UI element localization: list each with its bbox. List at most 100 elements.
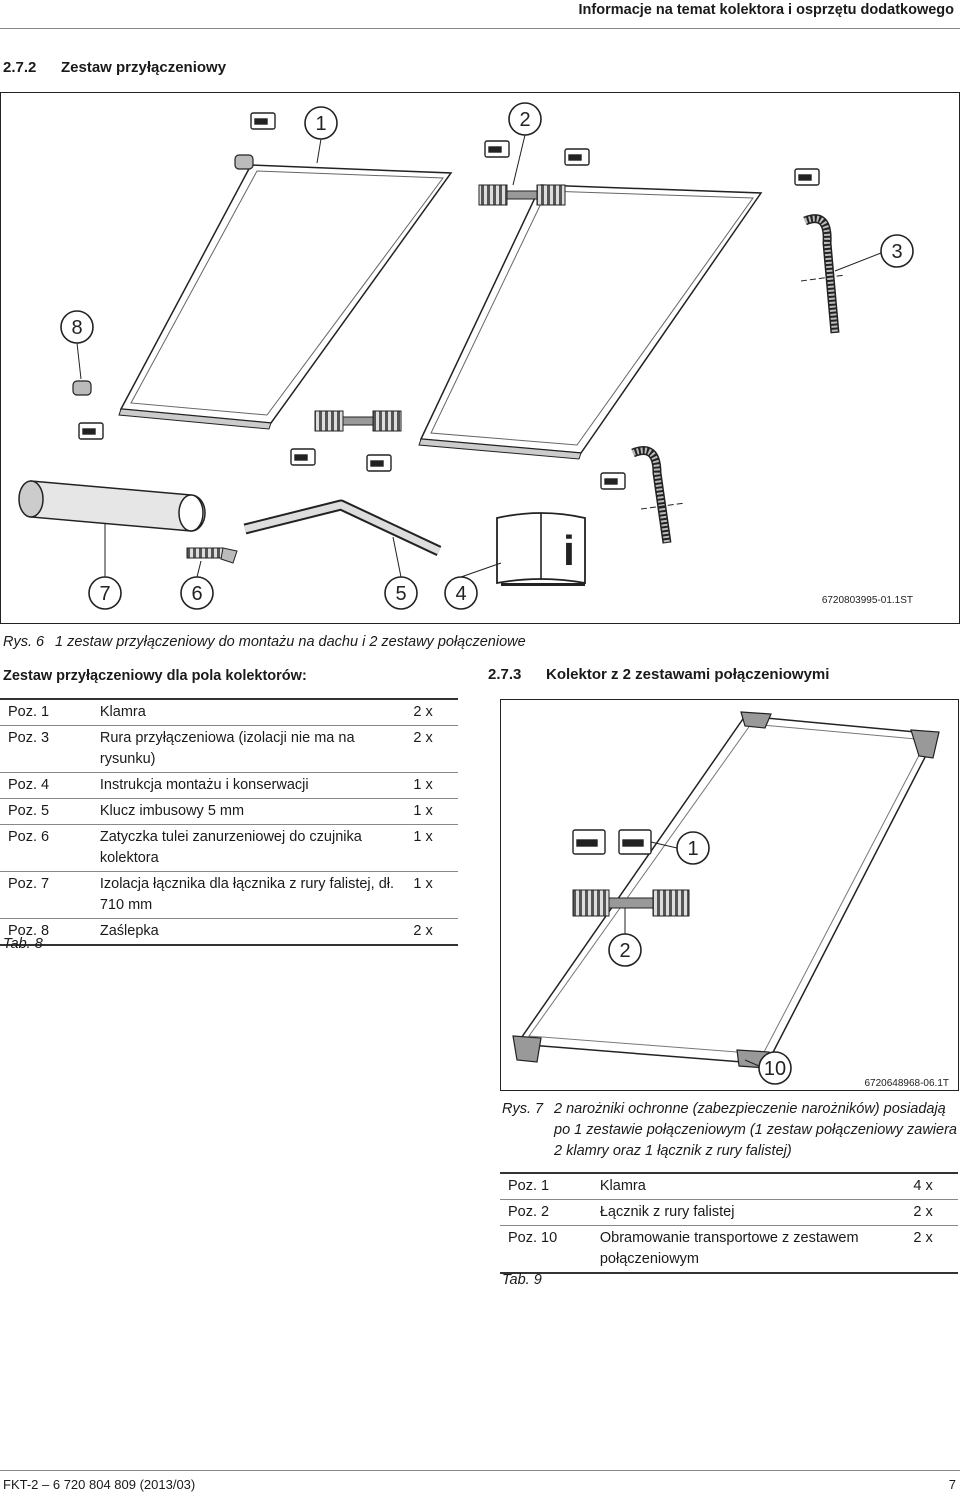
- clamp-icon: [572, 829, 652, 855]
- figure-7-caption: Rys. 7 2 narożniki ochronne (zabezpieczen…: [502, 1099, 958, 1162]
- section-title: Zestaw przyłączeniowy: [61, 59, 227, 76]
- corner-protector-icon: [512, 711, 940, 1069]
- figure-code: 6720803995-01.1ST: [822, 595, 913, 606]
- section-heading-273: 2.7.3 Kolektor z 2 zestawami połączeniowy…: [488, 666, 829, 683]
- svg-text:5: 5: [395, 583, 406, 605]
- callout-1: 1: [304, 106, 338, 140]
- table-row: Poz. 10 Obramowanie transportowe z zestaw…: [500, 1226, 958, 1273]
- position-cell: Poz. 5: [8, 803, 50, 819]
- quantity-cell: 1 x: [413, 829, 433, 845]
- description-cell: Klamra: [99, 704, 146, 720]
- manual-book-icon: [496, 512, 586, 586]
- position-cell: Poz. 8: [8, 923, 50, 939]
- position-cell: Poz. 2: [508, 1204, 550, 1220]
- svg-text:8: 8: [71, 317, 82, 339]
- info-icon: i: [563, 527, 575, 574]
- insulation-tube-icon: [18, 480, 206, 532]
- figure-7: 1 2 10 6720648968-06.1T: [500, 699, 959, 1091]
- section-number: 2.7.3: [488, 666, 522, 683]
- quantity-cell: 2 x: [413, 730, 433, 746]
- table-row: Poz. 6 Zatyczka tulei zanurzeniowej do cz…: [0, 825, 458, 872]
- position-cell: Poz. 4: [8, 777, 50, 793]
- table-8-label: Tab. 8: [3, 936, 43, 952]
- callout-5: 5: [384, 576, 418, 610]
- callout-1: 1: [676, 831, 710, 865]
- section-number: 2.7.2: [3, 59, 37, 76]
- collector-panel-right: [418, 184, 763, 460]
- figure-code: 6720648968-06.1T: [864, 1078, 949, 1089]
- callout-4: 4: [444, 576, 478, 610]
- sensor-plug-icon: [186, 547, 238, 564]
- callout-2: 2: [508, 102, 542, 136]
- position-cell: Poz. 6: [8, 829, 50, 845]
- quantity-cell: 2 x: [913, 1230, 933, 1246]
- table-row: Poz. 2 Łącznik z rury falistej 2 x: [500, 1200, 958, 1226]
- position-cell: Poz. 1: [8, 704, 50, 720]
- table-row: Poz. 4 Instrukcja montażu i konserwacji 1 …: [0, 773, 458, 799]
- figure-6-drawing: 1 2 3 8 7 6 5 4 i 6720803995-01.1ST: [18, 102, 914, 610]
- corrugated-connector-icon: [572, 889, 690, 917]
- svg-text:2: 2: [619, 940, 630, 962]
- description-cell: Obramowanie transportowe z zestawem połą…: [599, 1230, 859, 1267]
- callout-8: 8: [60, 310, 94, 344]
- quantity-cell: 4 x: [913, 1178, 933, 1194]
- footer-doc-id: FKT-2 – 6 720 804 809 (2013/03): [3, 1477, 196, 1492]
- description-cell: Instrukcja montażu i konserwacji: [99, 777, 309, 793]
- quantity-cell: 1 x: [413, 777, 433, 793]
- quantity-cell: 2 x: [413, 923, 433, 939]
- position-cell: Poz. 1: [508, 1178, 550, 1194]
- connection-pipe-icon: [631, 214, 846, 544]
- svg-text:10: 10: [764, 1058, 786, 1080]
- svg-text:1: 1: [687, 838, 698, 860]
- caption-label: Rys. 7: [502, 1101, 544, 1117]
- callout-7: 7: [88, 576, 122, 610]
- quantity-cell: 2 x: [913, 1204, 933, 1220]
- parts-table-9: Poz. 1 Klamra 4 x Poz. 2 Łącznik z rury fali…: [500, 1172, 958, 1274]
- svg-text:1: 1: [315, 113, 326, 135]
- svg-text:6: 6: [191, 583, 202, 605]
- corrugated-connector-icon: [314, 184, 566, 432]
- table-row: Poz. 7 Izolacja łącznika dla łącznika z r…: [0, 872, 458, 919]
- callout-2: 2: [608, 933, 642, 967]
- position-cell: Poz. 10: [508, 1230, 558, 1246]
- description-cell: Klucz imbusowy 5 mm: [99, 803, 245, 819]
- callout-3: 3: [880, 234, 914, 268]
- table-row: Poz. 1 Klamra 2 x: [0, 699, 458, 726]
- callout-10: 10: [758, 1051, 792, 1085]
- description-cell: Zatyczka tulei zanurzeniowej do czujnika…: [99, 829, 362, 866]
- figure-7-drawing: 1 2 10 6720648968-06.1T: [512, 711, 949, 1089]
- callout-6: 6: [180, 576, 214, 610]
- subheading-connection-set: Zestaw przyłączeniowy dla pola kolektoró…: [3, 668, 307, 684]
- caption-text: 2 narożniki ochronne (zabezpieczenie nar…: [554, 1101, 957, 1159]
- end-cap-icon: [72, 154, 254, 396]
- position-cell: Poz. 7: [8, 876, 50, 892]
- section-heading-272: 2.7.2 Zestaw przyłączeniowy: [3, 59, 226, 76]
- quantity-cell: 1 x: [413, 803, 433, 819]
- page-number: 7: [948, 1477, 956, 1492]
- clamp-icon: [78, 112, 820, 490]
- caption-text: 1 zestaw przyłączeniowy do montażu na da…: [55, 634, 526, 650]
- svg-text:3: 3: [891, 241, 902, 263]
- description-cell: Łącznik z rury falistej: [599, 1204, 735, 1220]
- header-rule: [0, 28, 960, 29]
- section-title: Kolektor z 2 zestawami połączeniowymi: [546, 666, 830, 683]
- figure-6: 1 2 3 8 7 6 5 4 i 6720803995-01.1ST: [0, 92, 960, 624]
- position-cell: Poz. 3: [8, 730, 50, 746]
- running-header: Informacje na temat kolektora i osprzętu…: [578, 2, 954, 18]
- table-row: Poz. 1 Klamra 4 x: [500, 1173, 958, 1200]
- table-9-label: Tab. 9: [502, 1272, 542, 1288]
- svg-text:7: 7: [99, 583, 110, 605]
- description-cell: Zaślepka: [99, 923, 159, 939]
- table-row: Poz. 8 Zaślepka 2 x: [0, 919, 458, 945]
- allen-key-icon: [243, 499, 442, 556]
- collector-panel-left: [118, 164, 453, 430]
- quantity-cell: 1 x: [413, 876, 433, 892]
- caption-label: Rys. 6: [3, 634, 45, 650]
- figure-6-caption: Rys. 6 1 zestaw przyłączeniowy do montażu…: [3, 634, 526, 650]
- description-cell: Klamra: [599, 1178, 646, 1194]
- description-cell: Izolacja łącznika dla łącznika z rury fa…: [99, 876, 395, 913]
- quantity-cell: 2 x: [413, 704, 433, 720]
- svg-text:4: 4: [455, 583, 466, 605]
